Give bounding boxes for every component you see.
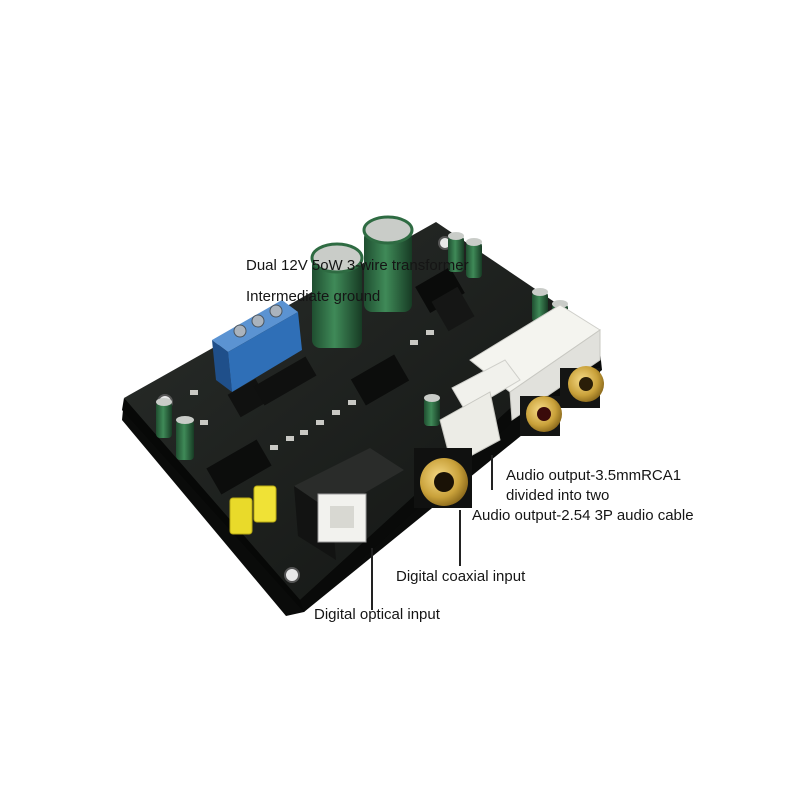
audio-cable-label: Audio output-2.54 3P audio cable <box>472 507 694 524</box>
large-capacitors <box>310 215 414 348</box>
audio-rca-label: Audio output-3.5mmRCA1 <box>506 467 682 484</box>
optical-jack <box>294 448 404 560</box>
ground-label: Intermediate ground <box>246 288 381 305</box>
smd-components <box>190 267 475 495</box>
yellow-capacitors <box>229 485 277 535</box>
divided-label: divided into two <box>506 487 610 504</box>
transformer-label: Dual 12V 5oW 3-wire transformer <box>246 257 469 274</box>
optical-input-label: Digital optical input <box>314 606 440 623</box>
coaxial-input-label: Digital coaxial input <box>396 568 526 585</box>
rca-jacks <box>414 366 604 508</box>
terminal-block <box>212 300 302 392</box>
leader-lines <box>371 455 493 610</box>
